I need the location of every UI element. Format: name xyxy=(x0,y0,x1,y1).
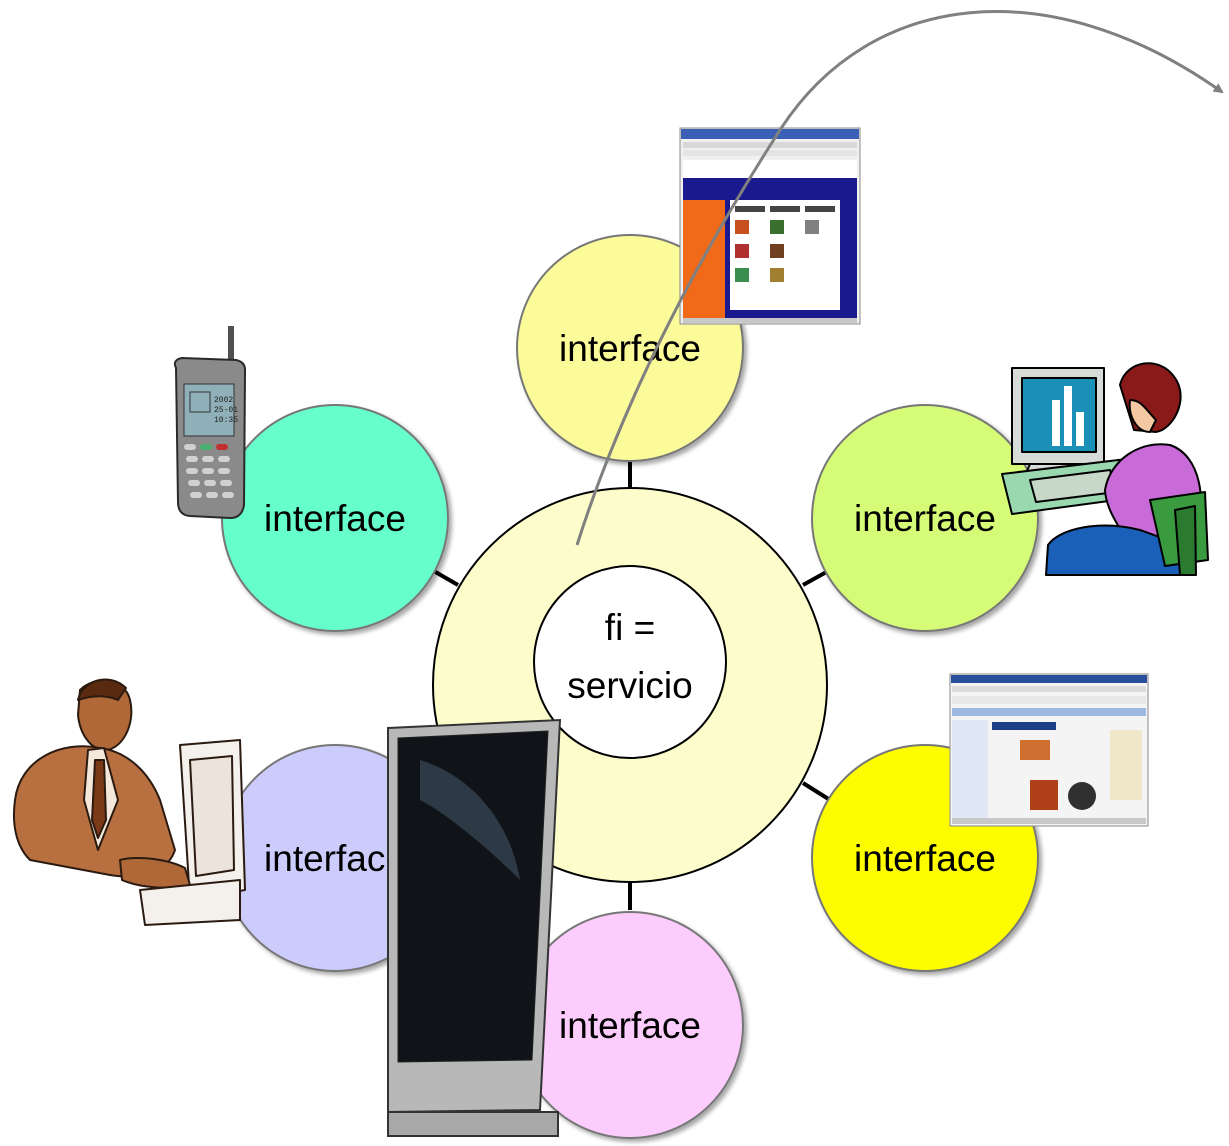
interface-label-bottom: interface xyxy=(559,1005,701,1046)
mobile-phone-icon: 2002 25-01 10:35 xyxy=(173,326,247,520)
man-at-computer-icon xyxy=(12,678,246,926)
interface-label-top: interface xyxy=(559,328,701,369)
interface-circle-upper-right xyxy=(811,404,1039,632)
svg-text:10:35: 10:35 xyxy=(214,416,238,425)
web-page-icon xyxy=(949,673,1149,827)
connector-upper-left xyxy=(431,568,459,587)
interface-bottom[interactable]: interface xyxy=(516,911,744,1139)
interface-label-lower-right: interface xyxy=(854,838,996,879)
core-label-line1: fi = xyxy=(605,607,655,648)
interface-upper-left[interactable]: interface xyxy=(221,404,449,632)
interface-label-upper-right: interface xyxy=(854,498,996,539)
woman-at-computer-icon xyxy=(1001,362,1209,576)
connector-lower-right xyxy=(801,781,832,802)
core-label-line2: servicio xyxy=(567,665,692,706)
interface-upper-right[interactable]: interface xyxy=(811,404,1039,632)
interface-label-lower-left: interface xyxy=(264,838,406,879)
core-circle xyxy=(533,565,727,759)
svg-text:25-01: 25-01 xyxy=(214,406,238,415)
web-browser-icon xyxy=(679,127,861,325)
interface-label-upper-left: interface xyxy=(264,498,406,539)
flat-screen-tv-icon xyxy=(387,718,562,1137)
svg-text:2002: 2002 xyxy=(214,396,233,405)
curved-arrow xyxy=(575,10,1224,546)
